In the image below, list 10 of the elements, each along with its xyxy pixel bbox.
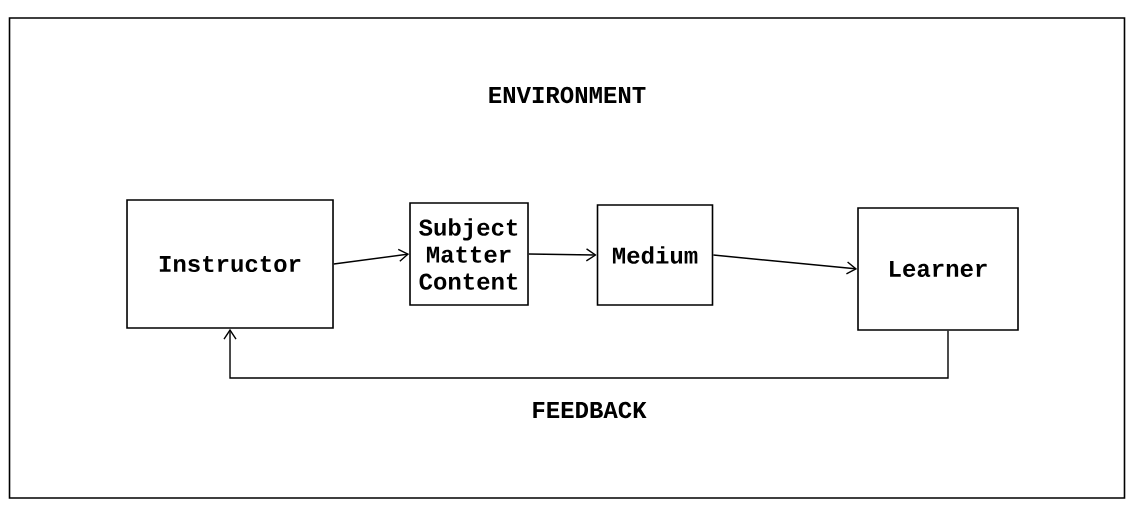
process-box: Learner (857, 207, 1019, 331)
process-box: Medium (596, 204, 714, 306)
edge-label: FEEDBACK (533, 401, 647, 419)
frame-heading: ENVIRONMENT (489, 86, 646, 104)
process-box: Subject Matter Content (409, 202, 529, 306)
process-box: Instructor (126, 199, 334, 329)
arrow (712, 254, 858, 275)
arrow (333, 248, 410, 265)
arrow (528, 248, 597, 262)
arrow (223, 328, 949, 379)
